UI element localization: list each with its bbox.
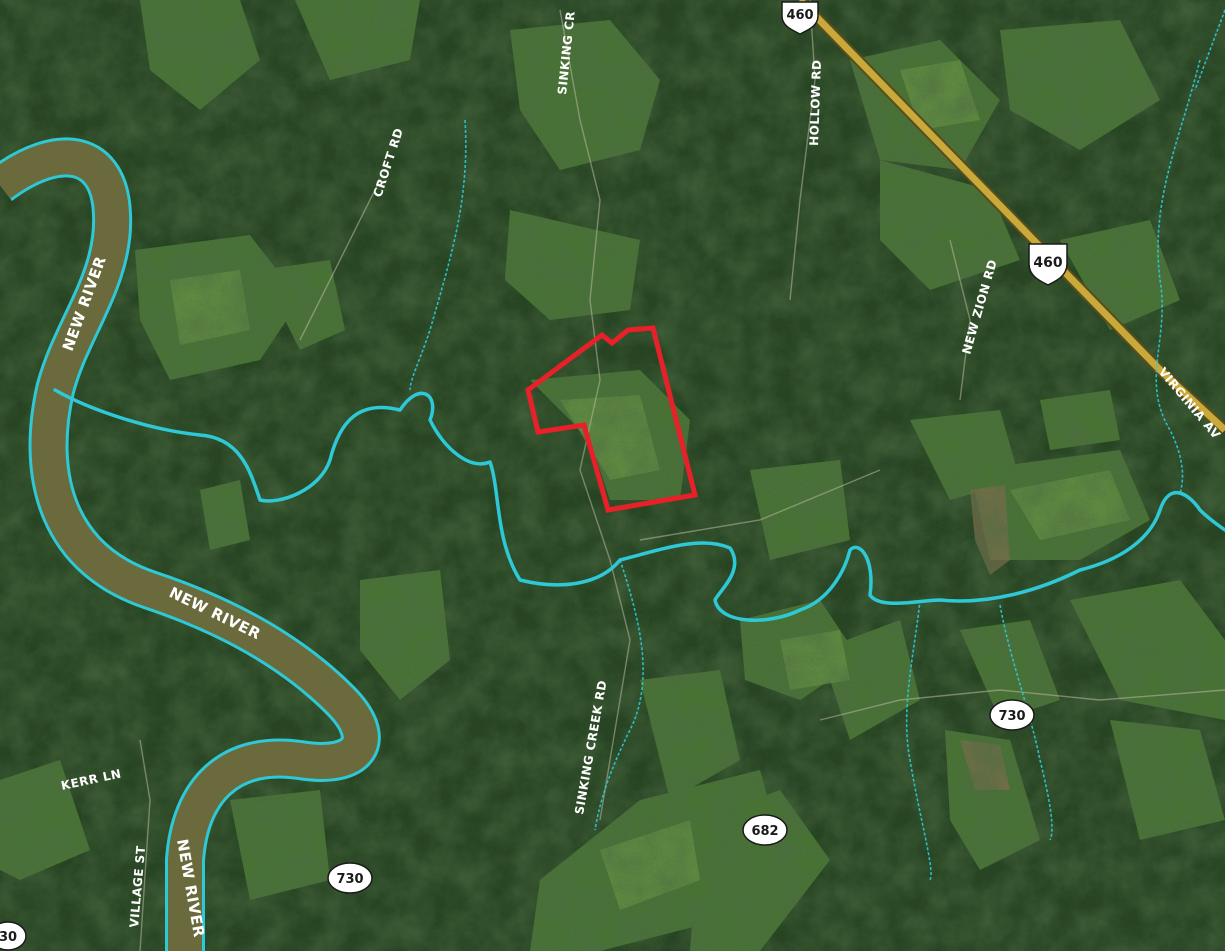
tributaries bbox=[409, 9, 1225, 881]
route-marker-730-right: 730 bbox=[989, 699, 1035, 731]
route-label: 682 bbox=[751, 824, 778, 839]
property-boundary[interactable] bbox=[525, 325, 699, 513]
sinking-creek bbox=[53, 388, 1225, 622]
shield-label: 460 bbox=[1033, 255, 1062, 271]
route-shield-us460-mid: 460 bbox=[1028, 243, 1068, 286]
route-marker-730-bottom: 730 bbox=[327, 862, 373, 894]
route-shield-us460-top: 460 bbox=[781, 1, 819, 35]
route-label: 730 bbox=[998, 709, 1025, 724]
route-marker-682: 682 bbox=[742, 814, 788, 846]
route-label: 730 bbox=[336, 872, 363, 887]
highway-us460 bbox=[796, 0, 1225, 435]
new-river bbox=[0, 137, 381, 951]
road-label-hollow-rd: HOLLOW RD bbox=[807, 59, 824, 146]
route-label: 30 bbox=[0, 930, 17, 945]
shield-label: 460 bbox=[786, 8, 813, 23]
route-marker-730-left-edge: 30 bbox=[0, 921, 27, 951]
local-roads bbox=[139, 0, 1225, 951]
